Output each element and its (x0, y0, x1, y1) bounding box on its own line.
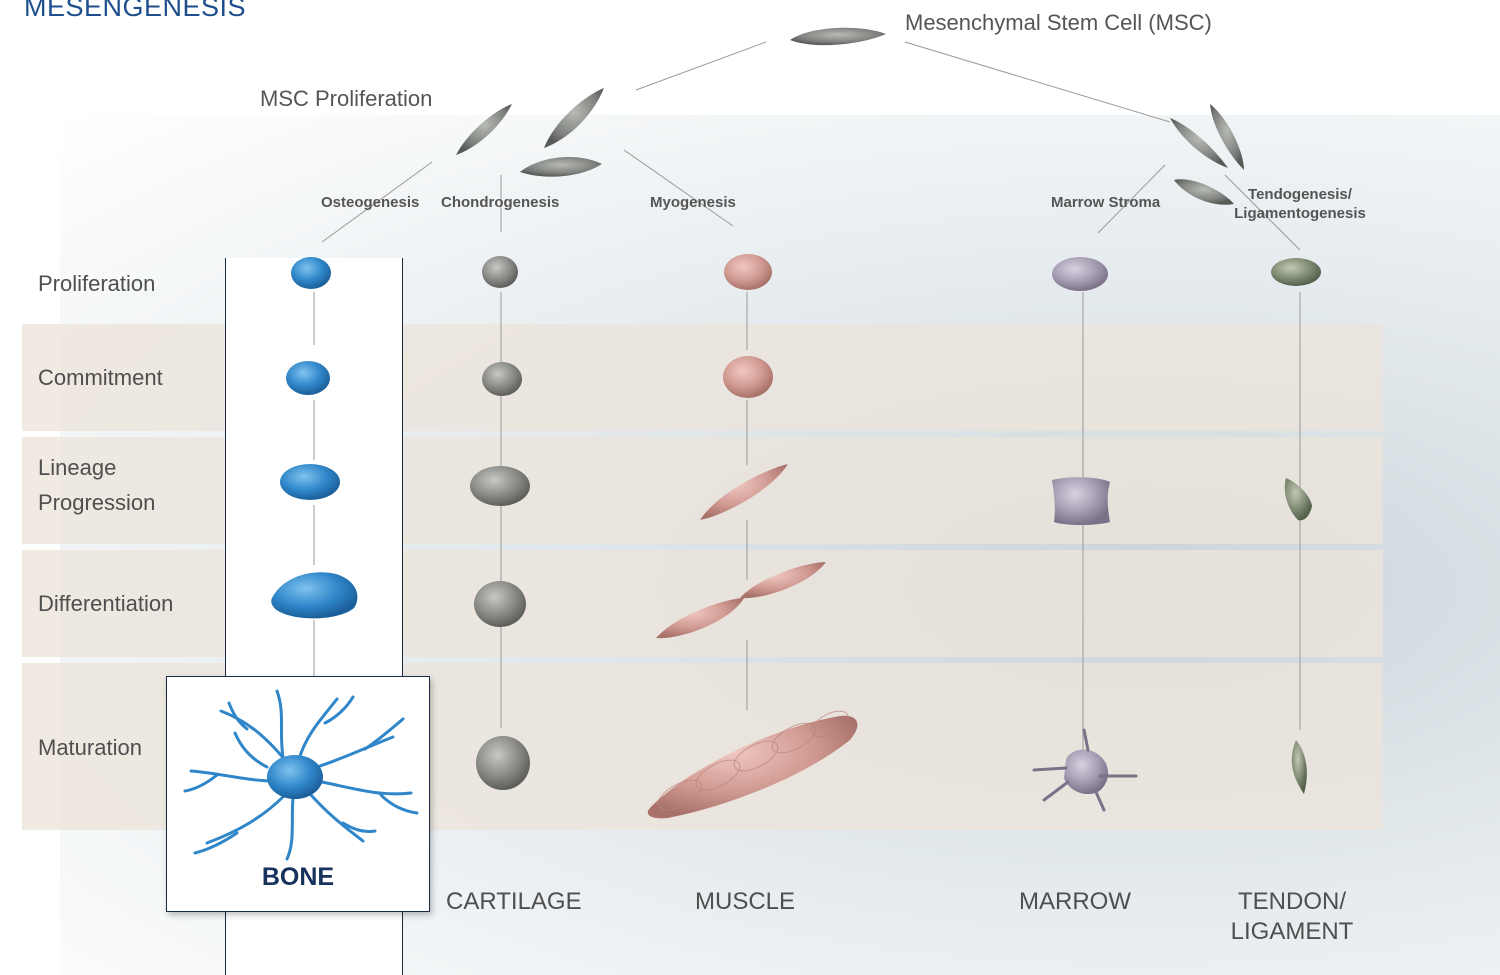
tissue-label-marrow: MARROW (1019, 887, 1131, 917)
marrow-cell-icon (1034, 257, 1136, 810)
bone-tissue-card: BONE (166, 676, 430, 912)
stem-cell-icon (790, 28, 886, 45)
lineage-label-chondrogenesis: Chondrogenesis (441, 193, 559, 212)
osteocyte-icon (167, 677, 431, 863)
tissue-label-muscle: MUSCLE (695, 887, 795, 917)
diagram-title: MESENGENESIS (24, 0, 246, 23)
stage-label-differentiation: Differentiation (38, 586, 173, 621)
tissue-label-bone: BONE (167, 863, 429, 892)
lineage-label-myogenesis: Myogenesis (650, 193, 736, 212)
stage-label-commitment: Commitment (38, 360, 163, 395)
msc-proliferation-label: MSC Proliferation (260, 86, 432, 112)
stage-label-lineage-progression: Lineage Progression (38, 450, 155, 520)
stage-label-proliferation: Proliferation (38, 266, 155, 301)
tendon-cell-icon (1271, 258, 1321, 794)
msc-proliferation-cells (456, 88, 1244, 205)
lineage-label-marrow-stroma: Marrow Stroma (1051, 193, 1160, 212)
muscle-cell-icon (648, 254, 858, 818)
stage-label-maturation: Maturation (38, 730, 142, 765)
lineage-label-osteogenesis: Osteogenesis (321, 193, 419, 212)
stem-cell-label: Mesenchymal Stem Cell (MSC) (905, 10, 1212, 36)
lineage-label-tendogenesis: Tendogenesis/ Ligamentogenesis (1226, 185, 1374, 223)
tissue-label-tendon-ligament: TENDON/ LIGAMENT (1222, 887, 1362, 947)
cartilage-cell-icon (470, 256, 530, 790)
tissue-label-cartilage: CARTILAGE (446, 887, 582, 917)
